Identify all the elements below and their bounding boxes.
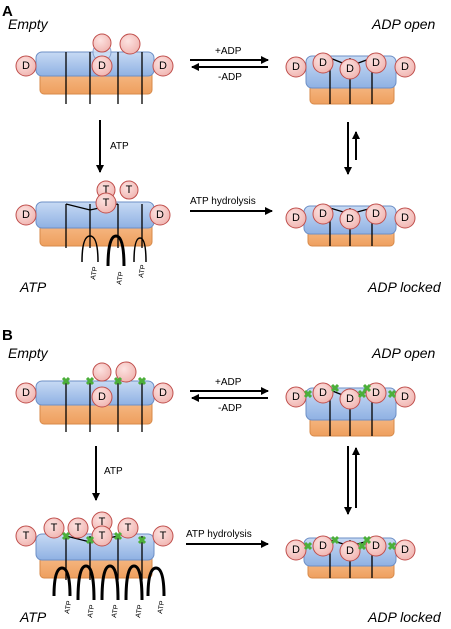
svg-text:ATP: ATP xyxy=(111,604,120,618)
svg-text:-ADP: -ADP xyxy=(218,72,242,83)
complex-atp-b: ATP ATP ATP ATP ATP T T T T T T T xyxy=(15,511,174,618)
state-label-atp-a: ATP xyxy=(19,279,47,295)
svg-text:D: D xyxy=(401,544,409,556)
adp-ball xyxy=(119,33,141,55)
arrow-add-adp-a: +ADP xyxy=(190,46,269,64)
state-label-adp-locked-a: ADP locked xyxy=(367,279,442,295)
state-label-adp-open-b: ADP open xyxy=(371,345,436,361)
svg-text:D: D xyxy=(346,393,354,405)
adp-ball xyxy=(152,55,174,77)
svg-text:D: D xyxy=(98,391,106,403)
adp-ball xyxy=(15,55,37,77)
green-markers xyxy=(303,535,397,551)
arrow-atp-binding-a: ATP xyxy=(96,120,129,173)
arrow-hydrolysis-a: ATP hydrolysis xyxy=(190,196,273,215)
svg-text:D: D xyxy=(372,540,380,552)
svg-text:ATP: ATP xyxy=(87,604,96,618)
svg-text:ATP: ATP xyxy=(116,271,125,285)
state-label-adp-locked-b: ADP locked xyxy=(367,609,442,625)
state-label-adp-open-a: ADP open xyxy=(371,16,436,32)
arrow-hydrolysis-b: ATP hydrolysis xyxy=(186,529,269,548)
svg-text:ATP: ATP xyxy=(135,604,144,618)
state-label-empty-b: Empty xyxy=(8,345,49,361)
svg-text:D: D xyxy=(156,209,164,221)
complex-empty-b: D D D xyxy=(15,361,174,432)
svg-text:+ADP: +ADP xyxy=(215,46,242,57)
svg-text:T: T xyxy=(103,197,110,209)
svg-text:D: D xyxy=(292,61,300,73)
adp-ball xyxy=(92,33,112,53)
svg-text:ATP: ATP xyxy=(110,141,129,152)
svg-text:ATP: ATP xyxy=(104,466,123,477)
svg-text:D: D xyxy=(22,387,30,399)
complex-empty-a: D D D xyxy=(15,33,174,104)
svg-text:ATP hydrolysis: ATP hydrolysis xyxy=(190,196,256,207)
svg-text:D: D xyxy=(372,208,380,220)
svg-text:T: T xyxy=(75,522,82,534)
complex-adp-locked-a: D D D D D xyxy=(285,203,416,247)
svg-text:D: D xyxy=(319,387,327,399)
complex-adp-open-a: D D D D D xyxy=(285,52,416,105)
svg-text:ATP: ATP xyxy=(90,266,99,280)
svg-text:T: T xyxy=(99,516,106,528)
svg-text:T: T xyxy=(125,522,132,534)
svg-text:D: D xyxy=(22,209,30,221)
green-markers xyxy=(61,531,147,545)
svg-text:D: D xyxy=(401,212,409,224)
svg-text:T: T xyxy=(23,530,30,542)
svg-text:-ADP: -ADP xyxy=(218,403,242,414)
arrow-remove-adp-b: -ADP xyxy=(191,394,268,414)
state-label-empty-a: Empty xyxy=(8,16,49,32)
arrow-remove-adp-a: -ADP xyxy=(191,63,268,83)
green-markers xyxy=(303,383,397,399)
svg-text:T: T xyxy=(160,530,167,542)
svg-text:D: D xyxy=(292,212,300,224)
svg-text:D: D xyxy=(319,208,327,220)
svg-text:D: D xyxy=(98,60,106,72)
svg-text:ATP hydrolysis: ATP hydrolysis xyxy=(186,529,252,540)
svg-text:ATP: ATP xyxy=(64,600,73,614)
svg-text:D: D xyxy=(159,60,167,72)
complex-adp-open-b: D D D D D xyxy=(285,382,416,437)
arrow-add-adp-b: +ADP xyxy=(190,377,269,395)
svg-text:D: D xyxy=(346,213,354,225)
complex-atp-a: ATP ATP ATP D T T T D xyxy=(15,180,171,285)
arrow-locked-to-open-b xyxy=(344,446,360,515)
svg-text:D: D xyxy=(292,391,300,403)
svg-text:D: D xyxy=(372,387,380,399)
panel-a: A Empty ADP open ATP ADP locked +ADP -AD… xyxy=(2,3,442,295)
panel-letter-b: B xyxy=(2,327,13,344)
svg-text:D: D xyxy=(346,545,354,557)
adp-ball xyxy=(91,55,113,77)
svg-text:D: D xyxy=(22,60,30,72)
svg-text:T: T xyxy=(51,522,58,534)
svg-text:ATP: ATP xyxy=(157,600,166,614)
svg-text:D: D xyxy=(372,57,380,69)
svg-text:D: D xyxy=(346,63,354,75)
state-label-atp-b: ATP xyxy=(19,609,47,625)
svg-text:D: D xyxy=(319,57,327,69)
svg-text:T: T xyxy=(103,184,110,196)
svg-text:D: D xyxy=(292,544,300,556)
arrow-atp-binding-b: ATP xyxy=(92,446,123,501)
complex-adp-locked-b: D D D D D xyxy=(285,535,416,579)
svg-text:+ADP: +ADP xyxy=(215,377,242,388)
svg-text:D: D xyxy=(401,391,409,403)
svg-text:D: D xyxy=(319,540,327,552)
green-markers xyxy=(61,376,147,386)
panel-letter-a: A xyxy=(2,3,13,20)
panel-b: B Empty ADP open ATP ADP locked +ADP -AD… xyxy=(2,327,442,625)
arrow-locked-to-open-a xyxy=(344,122,360,175)
svg-text:D: D xyxy=(401,61,409,73)
svg-text:T: T xyxy=(99,530,106,542)
svg-text:D: D xyxy=(159,387,167,399)
svg-text:T: T xyxy=(126,184,133,196)
svg-text:ATP: ATP xyxy=(138,264,147,278)
